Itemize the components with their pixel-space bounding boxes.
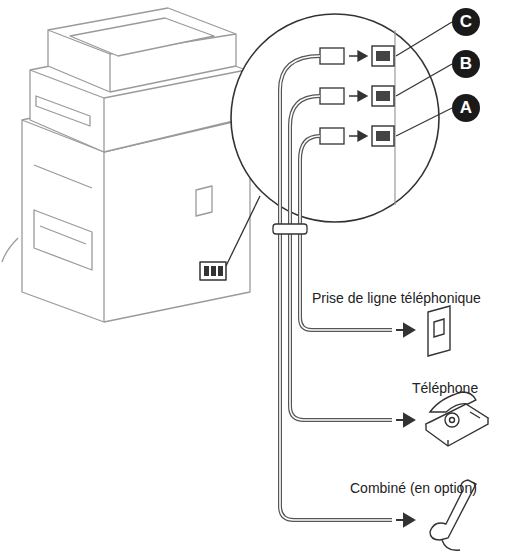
wall-jack [428, 306, 450, 356]
callout-letter: A [452, 94, 480, 122]
port-panel [372, 30, 395, 205]
callout-leader [396, 64, 452, 96]
callout-disc [452, 8, 480, 36]
callout-disc [452, 50, 480, 78]
callout-leader [396, 108, 452, 136]
telephone-icon [426, 392, 488, 446]
device-label: Prise de ligne téléphonique [312, 290, 481, 307]
printer [2, 8, 250, 322]
callout-letter: C [452, 8, 480, 36]
device-label: Combiné (en option) [350, 480, 477, 497]
cable-tie [273, 224, 307, 234]
cables [280, 56, 392, 520]
device-label: Téléphone [412, 380, 478, 397]
callout-letter: B [452, 50, 480, 78]
cable-highlights [280, 56, 392, 520]
zoom-circle [231, 14, 439, 222]
callout-disc [452, 94, 480, 122]
cable-plugs [320, 48, 367, 144]
callout-leader [396, 22, 452, 56]
zoom-leader [226, 196, 260, 266]
